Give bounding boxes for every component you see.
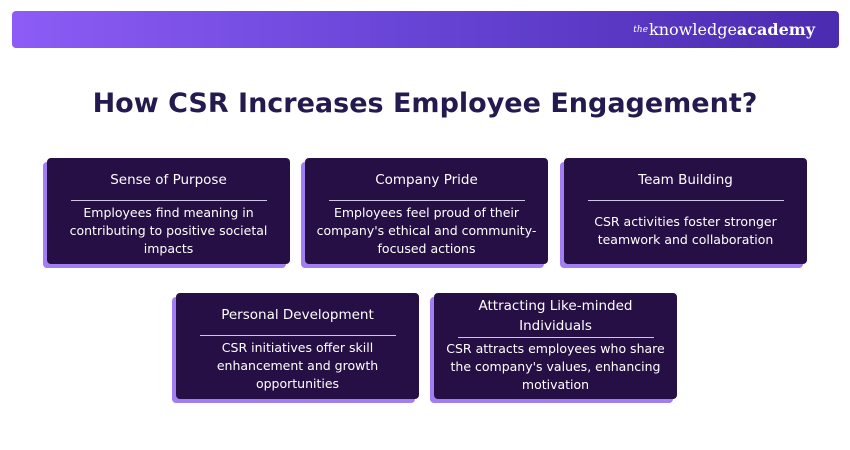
card-panel: Team Building CSR activities foster stro… — [564, 158, 807, 264]
card-divider — [328, 200, 525, 201]
card-description: CSR attracts employees who share the com… — [446, 340, 665, 392]
page-title: How CSR Increases Employee Engagement? — [92, 88, 758, 119]
card-panel: Sense of Purpose Employees find meaning … — [47, 158, 290, 264]
header-banner: theknowledgeacademy — [12, 11, 839, 48]
card-description: Employees find meaning in contributing t… — [69, 204, 268, 256]
brand-name-bold: academy — [736, 20, 815, 39]
card-panel: Personal Development CSR initiatives off… — [176, 293, 419, 399]
card-team-building: Team Building CSR activities foster stro… — [560, 158, 807, 268]
card-divider — [70, 200, 267, 201]
card-panel: Company Pride Employees feel proud of th… — [305, 158, 548, 264]
card-description: Employees feel proud of their company's … — [316, 204, 537, 256]
card-description: CSR activities foster stronger teamwork … — [594, 213, 777, 247]
card-company-pride: Company Pride Employees feel proud of th… — [301, 158, 548, 268]
card-attracting-like-minded: Attracting Like-minded Individuals CSR a… — [430, 293, 677, 403]
card-title: Company Pride — [375, 172, 478, 188]
card-divider — [457, 337, 654, 338]
card-title: Sense of Purpose — [110, 172, 227, 188]
card-divider — [199, 335, 396, 336]
card-sense-of-purpose: Sense of Purpose Employees find meaning … — [43, 158, 290, 268]
card-title: Team Building — [638, 172, 733, 188]
card-description: CSR initiatives offer skill enhancement … — [216, 339, 379, 391]
brand-logo[interactable]: theknowledgeacademy — [633, 20, 815, 40]
brand-name-regular: knowledge — [649, 20, 737, 39]
brand-prefix: the — [633, 25, 649, 35]
card-divider — [587, 200, 784, 201]
card-title: Attracting Like-minded Individuals — [478, 298, 633, 334]
card-personal-development: Personal Development CSR initiatives off… — [172, 293, 419, 403]
card-panel: Attracting Like-minded Individuals CSR a… — [434, 293, 677, 399]
card-title: Personal Development — [221, 307, 374, 323]
